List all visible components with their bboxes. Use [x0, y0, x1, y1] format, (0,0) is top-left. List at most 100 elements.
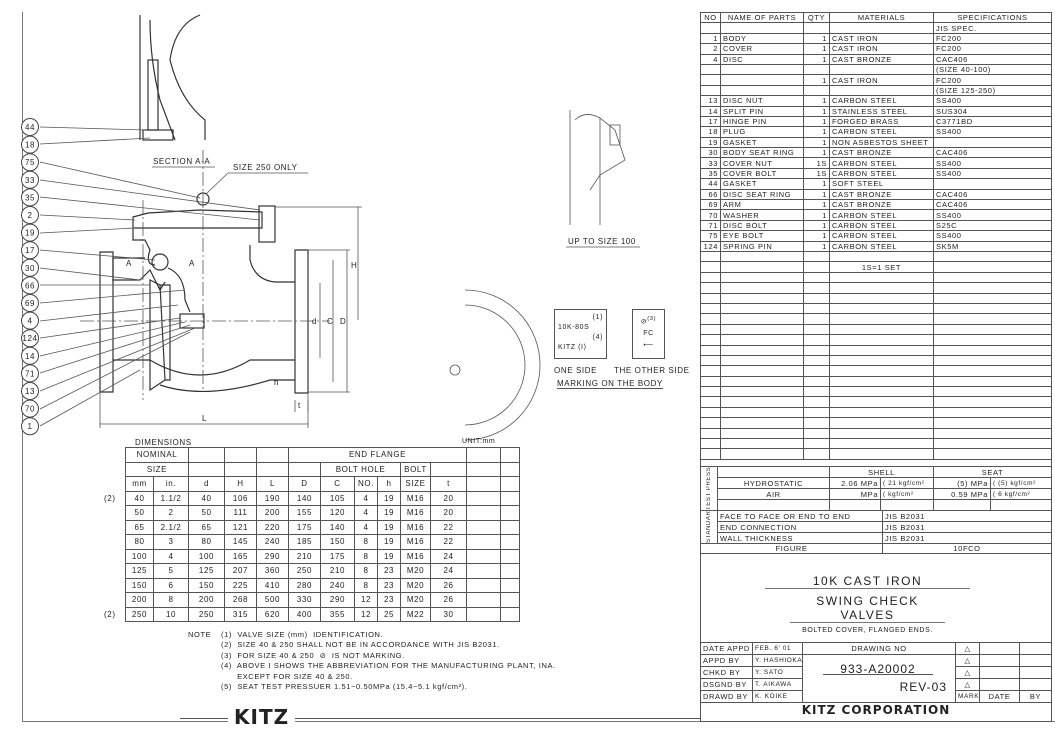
empty-cell [933, 417, 1052, 429]
figure-value: 10FCO [882, 543, 1052, 554]
title-line-1: 10K CAST IRON [765, 574, 970, 589]
dim-d: d [312, 317, 317, 326]
empty-cell [803, 375, 830, 388]
dim-cell: 500 [256, 592, 289, 608]
parts-row-empty [700, 282, 1052, 294]
standard-label: STANDARD [700, 510, 718, 544]
empty-cell [720, 386, 804, 398]
empty-cell [700, 282, 721, 294]
cover-bolt [258, 205, 276, 243]
other-side-label: THE OTHER SIDE [614, 366, 690, 375]
note-ref-1: (1) [592, 314, 603, 321]
tb-label: APPD BY [700, 654, 753, 667]
section-label: SECTION A-A [153, 157, 210, 166]
dim-cell: 268 [224, 592, 257, 608]
empty-cell [803, 417, 830, 429]
part-no: 19 [700, 136, 721, 149]
empty-cell [829, 271, 934, 284]
dim-cell: M16 [400, 519, 431, 535]
dim-cell: 150 [188, 577, 225, 593]
revision: REV-03 [899, 680, 947, 694]
empty-cell [720, 292, 804, 304]
balloon-71 [21, 364, 39, 383]
parts-header: QTY [803, 11, 830, 24]
part-qty: 1 [803, 178, 830, 190]
dim-cell: 26 [429, 592, 468, 608]
dim-L: L [202, 414, 207, 423]
kitz-marking: KITZ [558, 344, 576, 351]
empty-cell [803, 354, 830, 367]
part-no: 70 [700, 209, 721, 221]
part-name [720, 250, 804, 263]
figure-label: FIGURE [700, 543, 883, 554]
part-spec: SS400 [933, 95, 1052, 107]
part-no: 69 [700, 199, 721, 211]
part-qty: 1S [803, 157, 830, 169]
empty-cell [829, 334, 934, 346]
part-name [720, 261, 804, 273]
part-spec: SS400 [933, 126, 1052, 138]
part-material: STAINLESS STEEL [829, 105, 934, 117]
part-qty: 1 [803, 199, 830, 211]
empty-cell [803, 292, 830, 304]
part-name: GASKET [720, 178, 804, 190]
kitz-logo: KITZ [228, 706, 296, 728]
dim-cell: 19 [377, 519, 401, 535]
part-material: CAST IRON [829, 74, 934, 86]
part-spec: CAC406 [933, 53, 1052, 65]
empty-cell [720, 406, 804, 419]
part-spec: S25C [933, 219, 1052, 232]
empty-cell [933, 271, 1052, 284]
dim-cell: 155 [288, 505, 321, 521]
part-no: 44 [700, 178, 721, 190]
dim-cell: 8 [354, 548, 378, 564]
empty-cell [933, 302, 1052, 315]
hinge [151, 253, 169, 271]
empty-cell [829, 427, 934, 440]
dim-cell: 290 [320, 592, 355, 608]
part-name: COVER BOLT [720, 167, 804, 180]
part-qty: 1 [803, 147, 830, 159]
part-no [700, 22, 721, 34]
dim-cell: 25 [377, 606, 401, 622]
balloon-75 [21, 153, 39, 172]
seat-mpa: (5) MPa [933, 477, 992, 489]
dim-cell: 23 [377, 563, 401, 579]
part-material [829, 63, 934, 76]
empty-cell [466, 592, 502, 608]
parts-header: NO [700, 11, 721, 24]
shell-kgf: ( 21 kgf/cm² [879, 477, 935, 489]
tb-value: T. AIKAWA [752, 678, 803, 691]
standard-value: JIS B2031 [882, 521, 1052, 533]
pressure-name: AIR [717, 488, 830, 500]
part-qty [803, 22, 830, 34]
balloon-label: 19 [25, 229, 35, 238]
empty-cell [1019, 654, 1052, 667]
dim-cell: 8 [354, 563, 378, 579]
part-spec: CAC406 [933, 188, 1052, 201]
empty-cell [466, 534, 502, 550]
balloon-33 [21, 170, 39, 189]
dim-cell: 250 [188, 606, 225, 622]
part-no: 17 [700, 115, 721, 128]
part-name: BODY SEAT RING [720, 147, 804, 159]
parts-row-empty [700, 406, 1052, 419]
empty-cell [1019, 678, 1052, 691]
note-item: EXCEPT FOR SIZE 40 & 250. [221, 671, 353, 681]
parts-row-empty [700, 386, 1052, 398]
empty-cell [803, 386, 830, 398]
revision-mark-icon: △ [955, 678, 980, 691]
revision-mark-icon: △ [955, 666, 980, 679]
dim-cell: 175 [288, 519, 321, 535]
dim-cell: 207 [224, 563, 257, 579]
empty-cell [803, 334, 830, 346]
empty-cell [803, 427, 830, 440]
size-marking: 10K-80S [558, 324, 590, 331]
